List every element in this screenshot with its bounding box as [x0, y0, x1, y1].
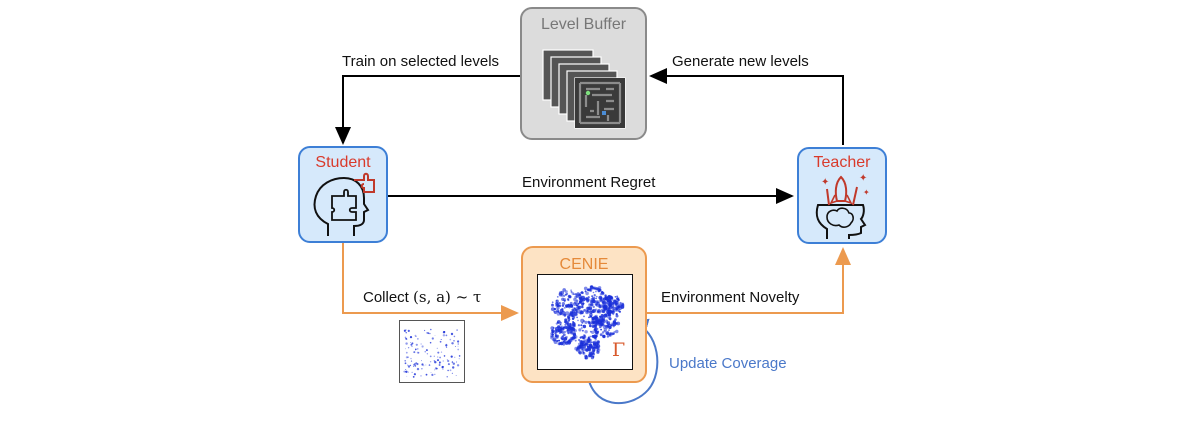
head-puzzle-icon: [313, 172, 375, 236]
label-collect: Collect (s, a) ~ τ: [363, 288, 481, 306]
level-buffer-title: Level Buffer: [540, 16, 627, 33]
arrow-update: [586, 318, 659, 404]
cenie-title: CENIE: [559, 256, 609, 273]
coverage-plot: Γ: [537, 274, 633, 370]
head-rocket-icon: ✦ ✦ ✦: [815, 173, 870, 239]
teacher-title: Teacher: [813, 154, 871, 171]
svg-text:✦: ✦: [821, 177, 829, 188]
label-generate: Generate new levels: [672, 53, 809, 70]
samples-plot: [399, 320, 465, 383]
arrow-generate: [649, 68, 844, 145]
level-buffer-node: Level Buffer: [520, 7, 647, 140]
student-node: Student: [298, 146, 388, 243]
svg-text:✦: ✦: [859, 173, 867, 184]
arrow-collect: [342, 243, 519, 321]
label-novelty: Environment Novelty: [661, 289, 800, 306]
label-train: Train on selected levels: [342, 53, 500, 70]
label-collect-text: Collect: [363, 289, 414, 306]
arrow-train: [335, 75, 520, 145]
svg-text:✦: ✦: [863, 188, 870, 197]
maze-levels-icon: [542, 49, 626, 129]
student-title: Student: [315, 154, 371, 171]
label-collect-math: (s, a) ~ τ: [413, 288, 482, 306]
scatter-coverage-icon: [550, 285, 625, 360]
label-regret: Environment Regret: [522, 174, 656, 191]
coverage-symbol: Γ: [612, 339, 626, 361]
scatter-samples-icon: [403, 328, 461, 378]
label-update: Update Coverage: [669, 355, 787, 372]
teacher-node: Teacher ✦ ✦ ✦: [797, 147, 887, 244]
cenie-node: CENIE Γ: [521, 246, 647, 383]
arrow-novelty: [646, 247, 851, 314]
